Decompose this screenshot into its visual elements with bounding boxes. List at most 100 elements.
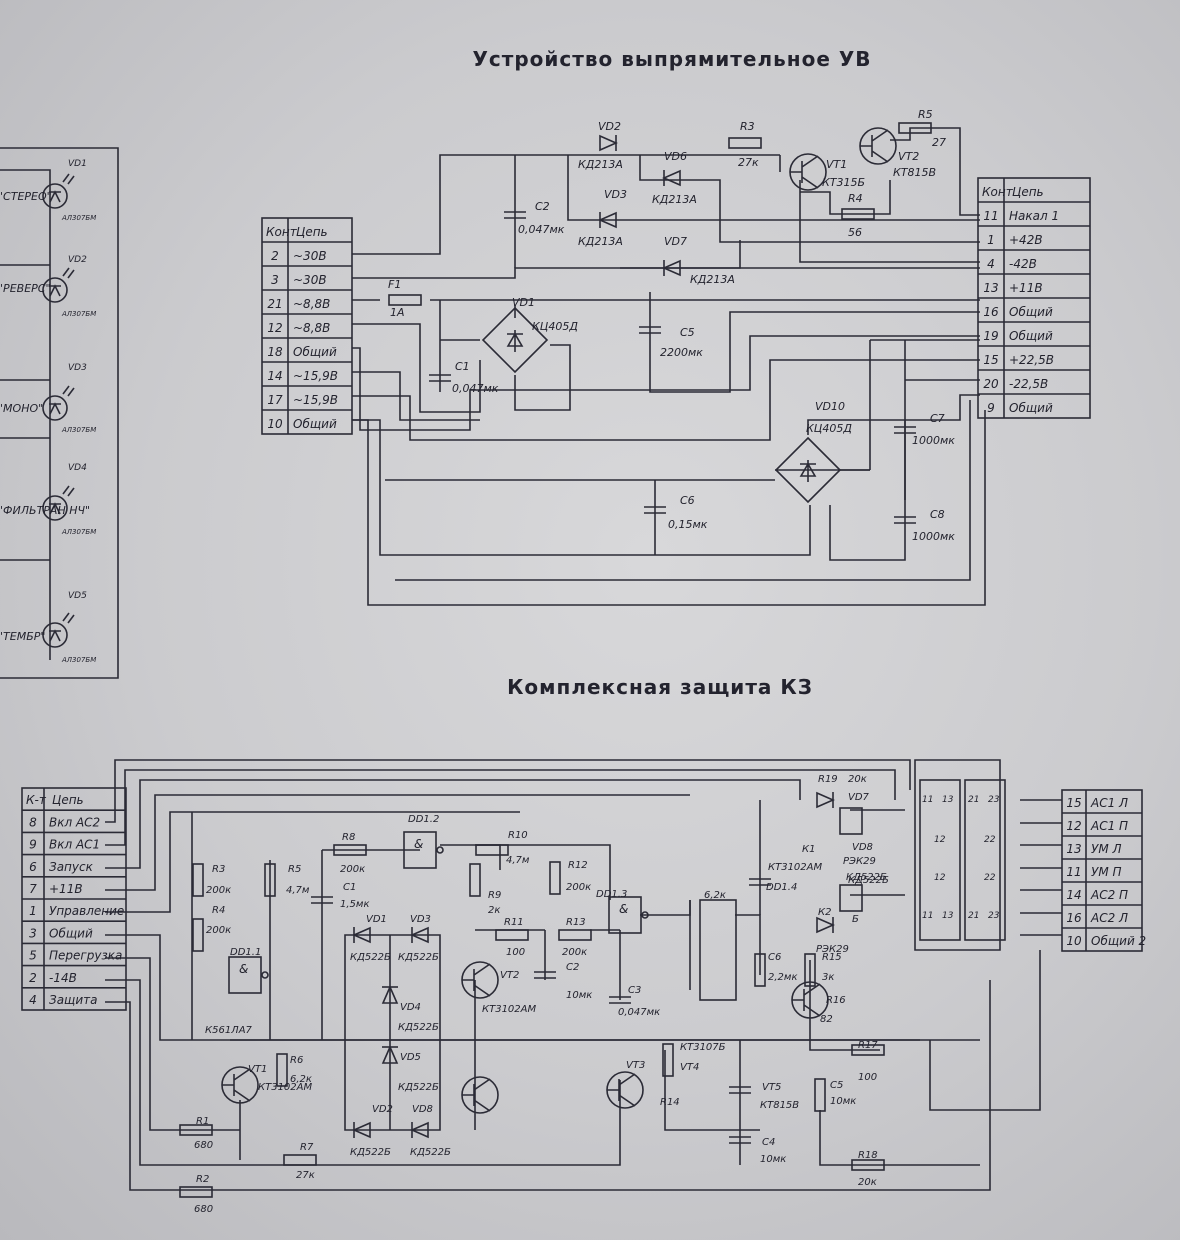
component-label: КТ3102АМ: [482, 1004, 536, 1015]
component-label: КД522Б: [846, 872, 887, 883]
wire: [929, 950, 1041, 1111]
resistor-icon: [549, 861, 561, 895]
component-label: C5: [680, 326, 695, 339]
component-label: R4: [848, 192, 863, 205]
net-name-cell: Управление: [49, 904, 124, 918]
component-label: "ФИЛЬТРАН НЧ": [0, 504, 90, 517]
capacitor-icon: [749, 878, 771, 886]
component-label: КД213А: [690, 273, 735, 286]
component-label: 0,047мк: [518, 223, 565, 236]
pin-number-cell: 5: [29, 949, 37, 963]
component-label: DD1.3: [596, 889, 627, 900]
resistor-icon: [804, 953, 816, 987]
component-label: VD7: [848, 792, 870, 803]
component-label: АЛ307БМ: [61, 426, 96, 434]
pin-number-cell: 18: [267, 345, 283, 359]
component-label: VD2: [598, 120, 621, 133]
pin-number-cell: 2: [271, 249, 279, 263]
net-name-cell: АС1 П: [1090, 819, 1128, 833]
net-name-cell: -42В: [1009, 257, 1037, 271]
component-label: VD4: [400, 1002, 421, 1013]
components: &&&: [42, 122, 1006, 1198]
polarized-capacitor-icon: [639, 326, 661, 334]
wire: [567, 155, 980, 221]
component-label: 22: [984, 835, 996, 845]
component-label: VD2: [372, 1104, 393, 1115]
pin-number-cell: 4: [29, 993, 37, 1007]
pin-number-cell: 11: [1066, 865, 1081, 879]
net-name-cell: Вкл АС1: [49, 838, 100, 852]
component-label: R2: [196, 1174, 209, 1185]
relay-k1-coil: [839, 807, 863, 835]
pin-number-cell: 4: [987, 257, 995, 271]
component-label: КД522Б: [350, 952, 391, 963]
wire: [850, 809, 905, 896]
table-header-cell: Цепь: [296, 225, 328, 239]
wire: [105, 980, 991, 1191]
component-label: 21: [968, 911, 979, 921]
component-label: VT2: [898, 150, 919, 163]
wire: [890, 127, 980, 216]
net-name-cell: АС1 Л: [1090, 796, 1128, 810]
resistor-icon: [754, 953, 766, 987]
component-label: 82: [820, 1014, 833, 1025]
resistor-icon: [475, 844, 509, 856]
component-label: К561ЛА7: [205, 1025, 253, 1036]
net-name-cell: -14В: [49, 971, 77, 985]
component-label: 4,7м: [286, 885, 310, 896]
component-label: R17: [858, 1040, 878, 1051]
component-label: К2: [818, 907, 831, 918]
net-name-cell: Запуск: [49, 860, 94, 874]
table-header-cell: Цепь: [1012, 185, 1044, 199]
logic-gate-dd1-3: &: [608, 896, 649, 934]
capacitor-icon: [429, 374, 451, 382]
component-label: R7: [300, 1142, 314, 1153]
net-name-cell: ~15,9В: [293, 393, 338, 407]
component-label: VT3: [626, 1060, 645, 1071]
net-name-cell: Перегрузка: [49, 949, 122, 963]
component-label: 3к: [822, 972, 834, 983]
pin-number-cell: 15: [1066, 796, 1081, 810]
net-name-cell: +11В: [49, 882, 83, 896]
pin-number-cell: 3: [29, 926, 37, 940]
component-label: 200к: [206, 885, 231, 896]
logic-gate-dd1-2: &: [403, 831, 444, 869]
resistor-icon: [179, 1124, 213, 1136]
component-label: КТ315Б: [822, 176, 865, 189]
component-label: 2к: [488, 905, 500, 916]
net-name-cell: АС2 П: [1090, 888, 1128, 902]
component-label: VD2: [68, 255, 87, 265]
net-name-cell: ~8,8В: [293, 321, 330, 335]
component-label: R4: [212, 905, 225, 916]
wire: [869, 339, 980, 470]
component-label: VD3: [410, 914, 431, 925]
component-label: 22: [984, 873, 996, 883]
transistor-icon: [859, 127, 897, 165]
resistor-icon: [814, 1078, 826, 1112]
pin-number-cell: 21: [267, 297, 282, 311]
diode-icon: [352, 926, 371, 944]
component-label: 100: [858, 1072, 877, 1083]
component-label: DD1.1: [230, 947, 261, 958]
diode-icon: [599, 134, 618, 152]
led-icon: [42, 612, 75, 648]
resistor-icon: [728, 137, 762, 149]
component-label: 23: [988, 911, 1000, 921]
resistor-icon: [851, 1044, 885, 1056]
resistor-icon: [333, 844, 367, 856]
component-label: VD5: [400, 1052, 421, 1063]
net-name-cell: Общий: [1009, 329, 1053, 343]
net-name-cell: АС2 Л: [1090, 911, 1128, 925]
relay-contacts-k1: [919, 779, 961, 941]
component-label: R13: [566, 917, 586, 928]
component-label: КЦ405Д: [532, 320, 578, 333]
component-label: F1: [388, 278, 401, 291]
wire: [639, 155, 980, 243]
pin-number-cell: 6: [29, 860, 37, 874]
component-label: 0,047мк: [452, 382, 499, 395]
polarized-capacitor-icon: [729, 1136, 751, 1144]
pin-number-cell: 16: [983, 305, 999, 319]
diode-icon: [662, 169, 681, 187]
component-label: АЛ307БМ: [61, 528, 96, 536]
component-label: 6,2к: [290, 1074, 312, 1085]
